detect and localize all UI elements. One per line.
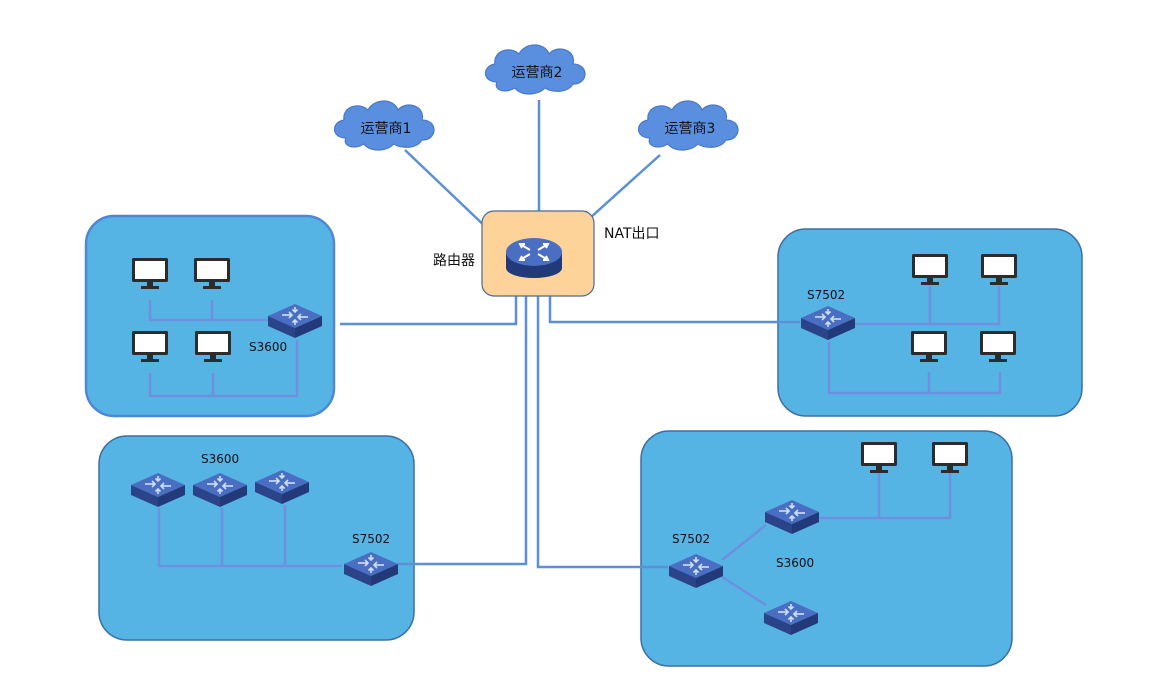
switch-label-top-right: S7502 [807, 288, 845, 302]
switch-label-bottom-right-access: S3600 [776, 556, 814, 570]
switch-label-bottom-left-core: S7502 [352, 532, 390, 546]
router-icon [506, 238, 562, 278]
cloud-isp-2-label: 运营商2 [512, 65, 563, 81]
switch-label-bottom-right-core: S7502 [672, 532, 710, 546]
cloud-isp-1-label: 运营商1 [361, 121, 412, 137]
nat-label: NAT出口 [604, 226, 660, 242]
switch-label-top-left: S3600 [249, 340, 287, 354]
switch-label-bottom-left-access: S3600 [201, 452, 239, 466]
cloud-isp-3: 运营商3 [637, 100, 739, 151]
cloud-isp-1: 运营商1 [333, 100, 435, 151]
zone-bottom-right [640, 430, 1013, 667]
links [340, 100, 800, 569]
cloud-isp-3-label: 运营商3 [665, 121, 716, 137]
cloud-isp-2: 运营商2 [484, 44, 586, 95]
router-node [481, 210, 595, 297]
router-label: 路由器 [433, 253, 475, 269]
